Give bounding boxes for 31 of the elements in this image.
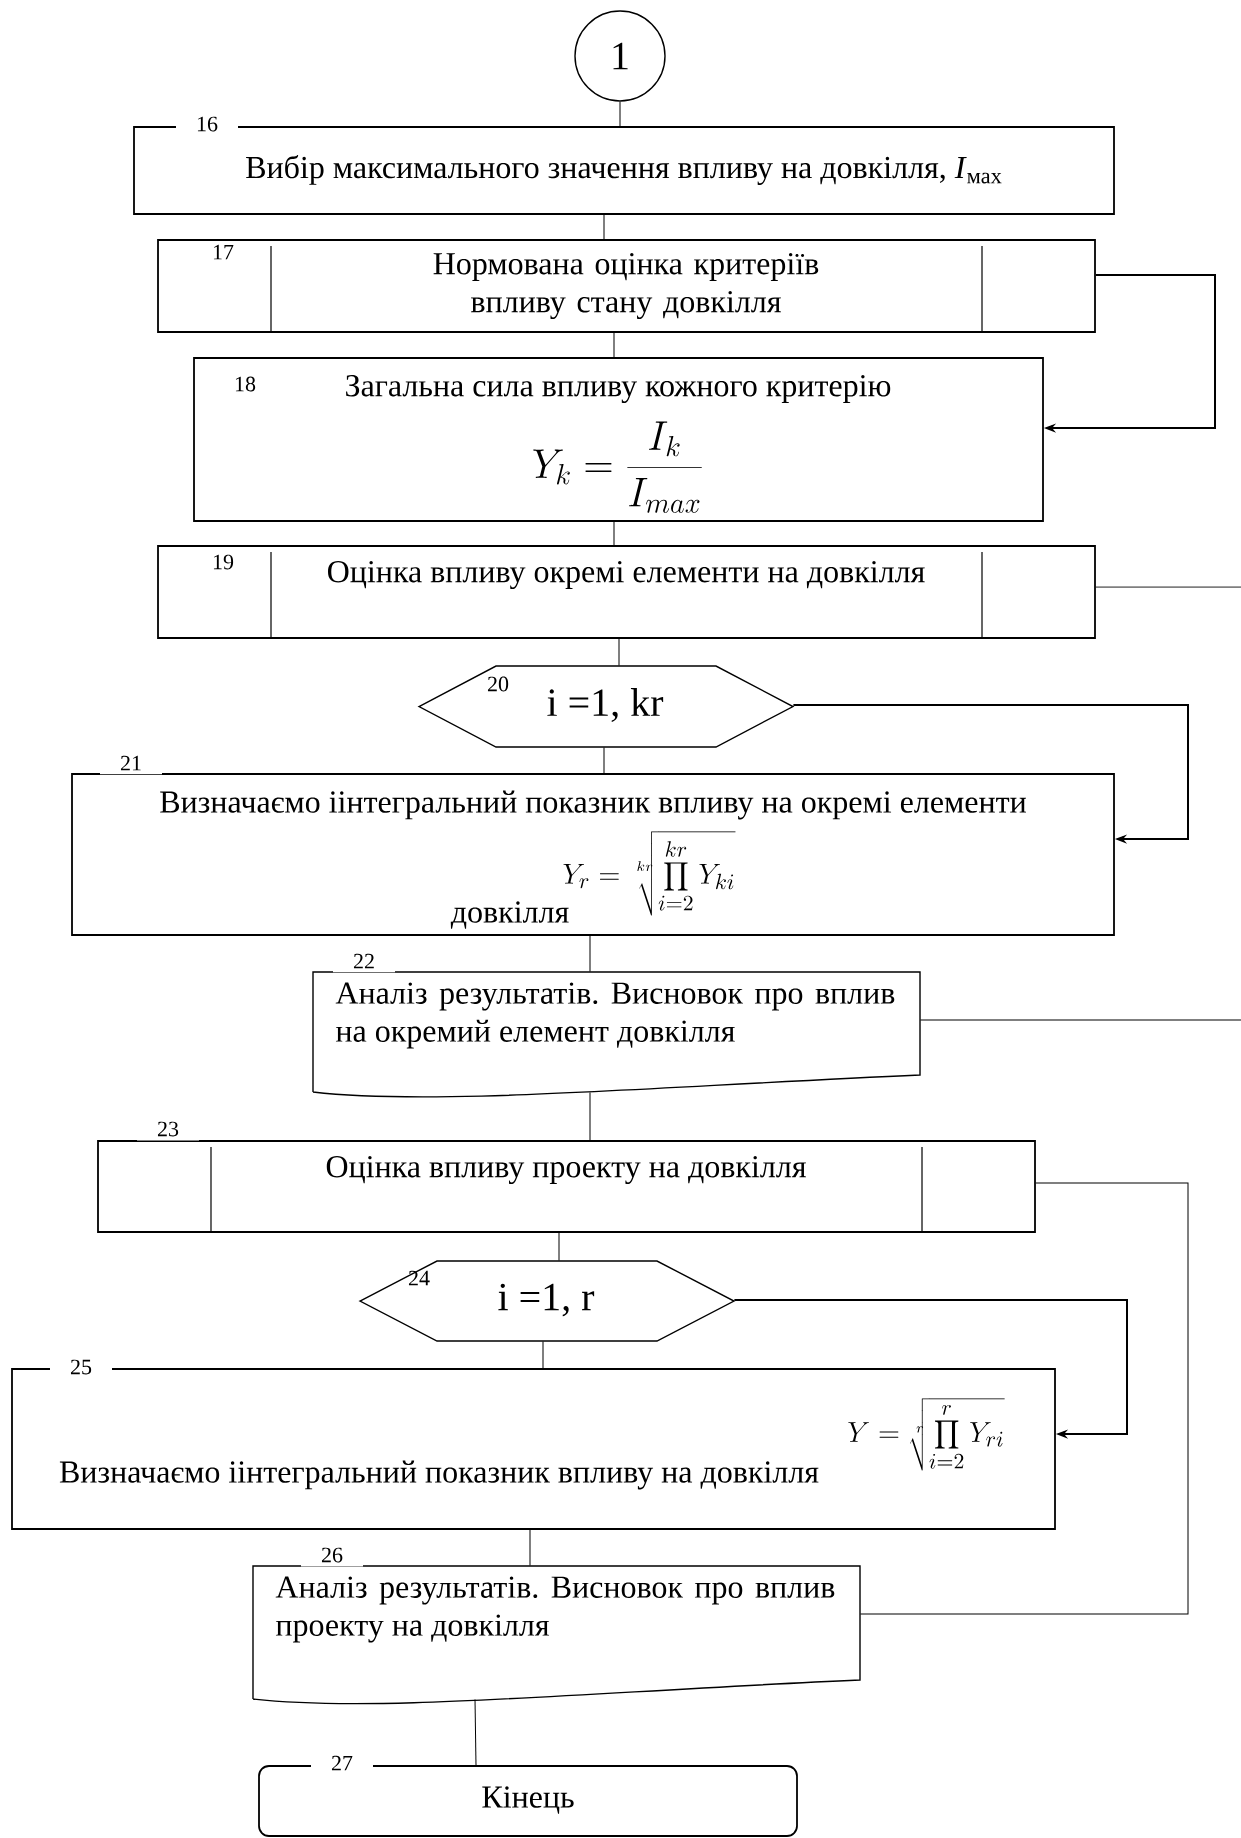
connector-line xyxy=(542,1340,544,1369)
connector-line xyxy=(1095,586,1241,588)
connector-line xyxy=(613,521,615,546)
subprocess-box: 17 Нормована оцінка критеріїв впливу стану довкілля xyxy=(157,239,1096,333)
connector-line xyxy=(603,214,605,240)
block-number: 26 xyxy=(301,1543,363,1567)
block-number: 23 xyxy=(137,1117,199,1141)
document-shape: Аналіз результатів. Висновок про вплив на окремий елемент довкілля xyxy=(312,971,921,1098)
connector-line xyxy=(589,935,591,973)
connector-line xyxy=(603,746,605,774)
arrow xyxy=(733,1299,1128,1439)
subprocess-box: 19 Оцінка впливу окремі елементи на довкілля xyxy=(157,545,1096,639)
connector-line xyxy=(859,1182,1189,1615)
block-number: 21 xyxy=(100,751,162,775)
document-shape: Аналіз результатів. Висновок про вплив проекту на довкілля xyxy=(252,1565,861,1705)
block-number: 22 xyxy=(333,949,395,973)
block-number: 25 xyxy=(50,1355,112,1379)
connector-line xyxy=(619,101,621,127)
connector-line xyxy=(618,638,620,667)
connector-line xyxy=(919,1019,1241,1021)
block-number: 16 xyxy=(176,112,238,136)
connector-line xyxy=(529,1529,531,1567)
block-number: 27 xyxy=(311,1751,373,1775)
process-box: Визначаємо іінтегральний показник впливу на окремі елементи $Y_r = \sqrt[kr]{\prod_{i=2}^{kr} Y_{ki}}$ довкілля xyxy=(71,773,1115,936)
subprocess-box: Оцінка впливу проекту на довкілля xyxy=(97,1140,1036,1233)
connector-line xyxy=(474,1698,477,1766)
connector-line xyxy=(558,1232,560,1262)
connector-line xyxy=(613,332,615,358)
arrow xyxy=(792,704,1189,844)
connector-line xyxy=(589,1091,591,1141)
process-box: 18 Загальна сила впливу кожного критерію $Y_k = \frac{I_k}{I_{max}}$ xyxy=(193,357,1044,522)
